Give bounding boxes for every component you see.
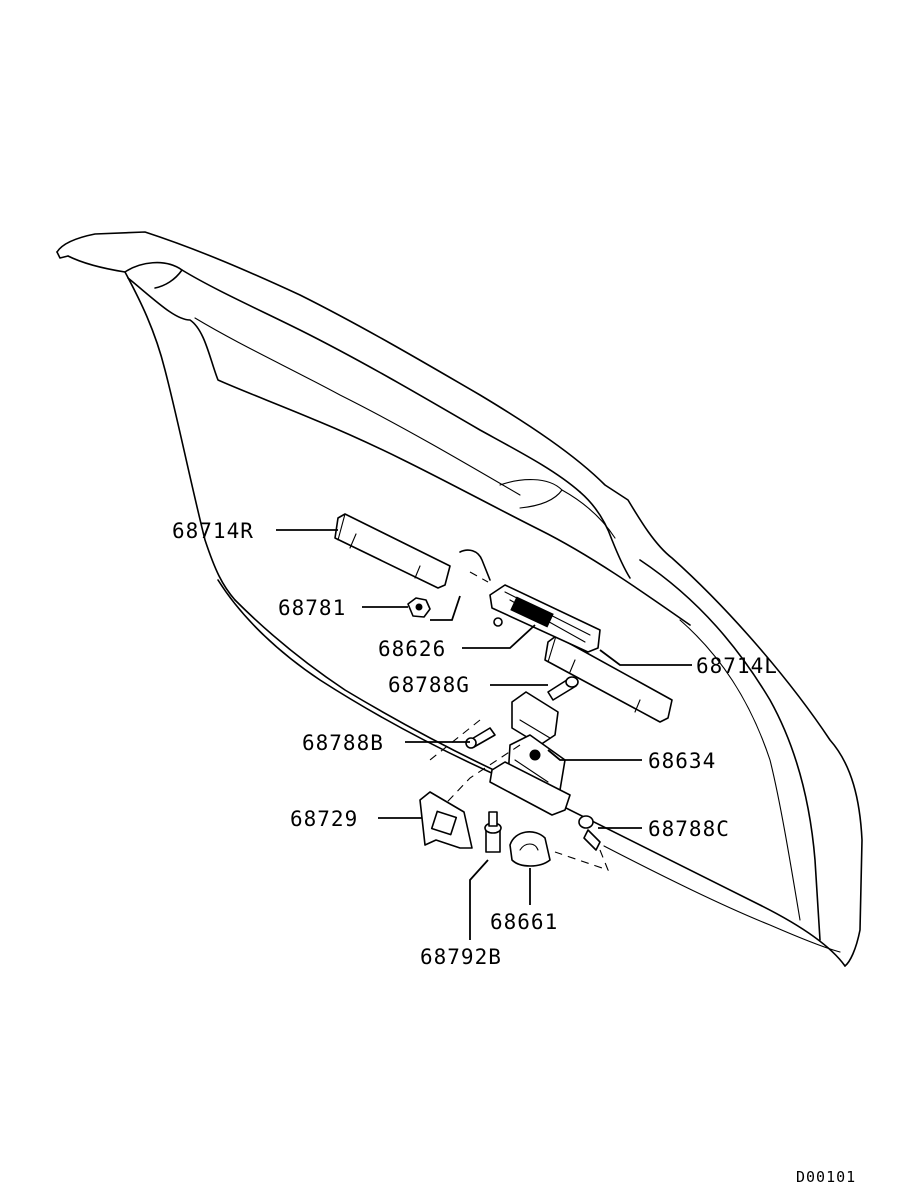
striker-68661 [509,831,551,867]
bolt-68788G [547,676,579,701]
bolt-68788C [554,815,609,871]
nut-68781 [407,597,431,618]
label-68634: 68634 [648,749,716,773]
handle-68626 [459,549,601,653]
label-68714R: 68714R [172,519,254,543]
garnish-68714L [544,635,673,723]
label-68788C: 68788C [648,817,730,841]
latch-68634 [429,691,571,821]
label-68714L: 68714L [696,654,778,678]
bolt-68788B [465,727,496,749]
label-68788B: 68788B [302,731,384,755]
label-68788G: 68788G [388,673,470,697]
label-68729: 68729 [290,807,358,831]
label-68781: 68781 [278,596,346,620]
label-68661: 68661 [490,910,558,934]
label-68626: 68626 [378,637,446,661]
bolt-68792B [484,811,502,853]
leader-lines [276,529,692,940]
garnish-68714R [334,513,451,589]
cover-68729 [419,791,473,849]
diagram-code: D00101 [796,1168,856,1186]
label-68792B: 68792B [420,945,502,969]
